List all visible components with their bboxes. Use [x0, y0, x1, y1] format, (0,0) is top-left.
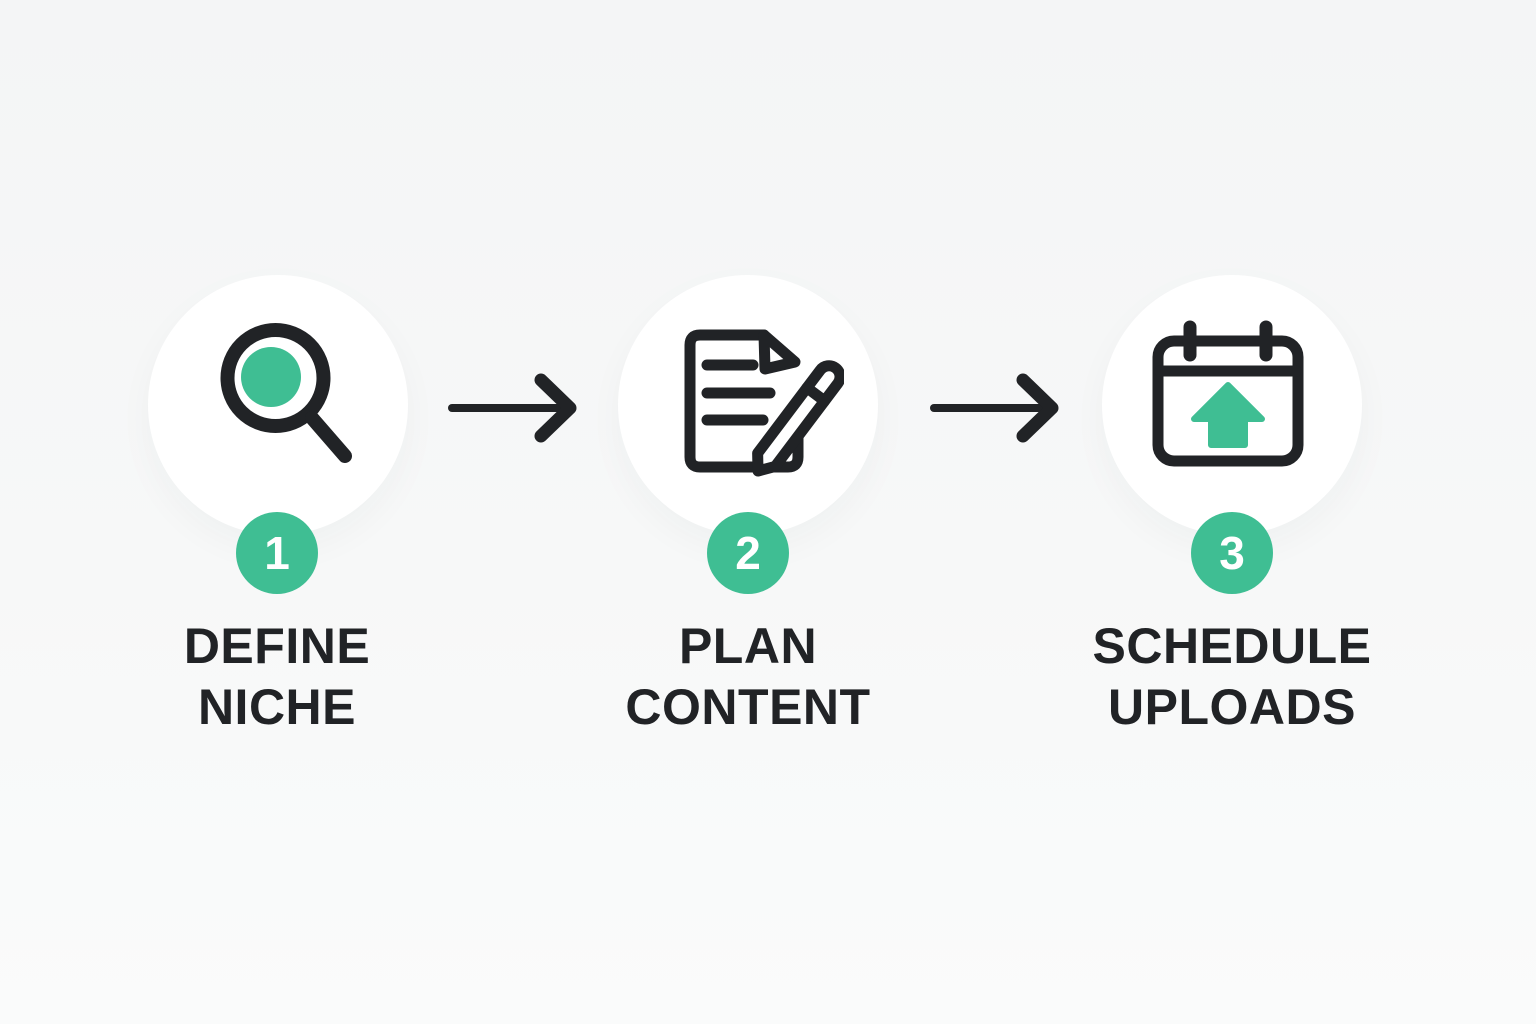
step3-icon-circle	[1102, 275, 1362, 535]
step1-number-badge: 1	[236, 512, 318, 594]
step2-label: PLAN CONTENT	[518, 616, 978, 738]
step3-label-line2: UPLOADS	[1108, 679, 1356, 735]
step1-label-line1: DEFINE	[183, 618, 371, 674]
step2-label-line2: CONTENT	[625, 679, 871, 735]
step2-number: 2	[735, 527, 761, 579]
step1-label: DEFINE NICHE	[47, 616, 507, 738]
arrow-right-icon	[930, 373, 1059, 443]
step2-number-badge: 2	[707, 512, 789, 594]
step3-label: SCHEDULE UPLOADS	[1002, 616, 1462, 738]
step3-number-badge: 3	[1191, 512, 1273, 594]
step2-label-line1: PLAN	[678, 618, 818, 674]
step1-number: 1	[264, 527, 290, 579]
pencil-icon	[752, 360, 844, 477]
step1-icon-circle	[148, 275, 408, 535]
step3-label-line1: SCHEDULE	[1092, 618, 1372, 674]
upload-arrow-icon	[1191, 382, 1265, 448]
step2-icon-circle	[618, 275, 878, 535]
calendar-upload-icon	[1152, 320, 1304, 467]
magnifier-icon	[220, 323, 352, 463]
step1-label-line2: NICHE	[197, 679, 357, 735]
document-pencil-icon	[684, 329, 844, 477]
arrow-right-icon	[448, 373, 577, 443]
step3-number: 3	[1219, 527, 1245, 579]
